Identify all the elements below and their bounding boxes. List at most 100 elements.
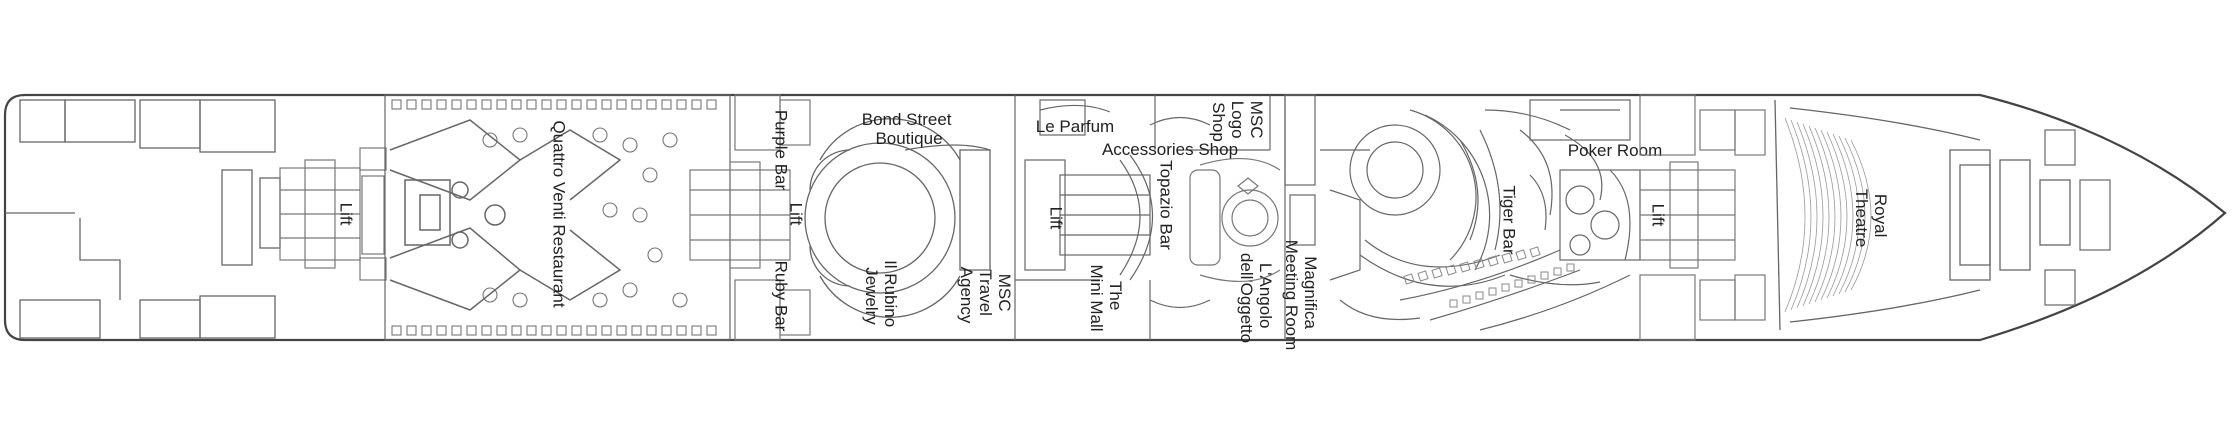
table-top-row — [556, 99, 567, 110]
table-bottom-row — [571, 325, 582, 336]
table-top-row — [451, 99, 462, 110]
table-bottom-row — [391, 325, 402, 336]
table-bottom-row — [706, 325, 717, 336]
round-table — [647, 247, 663, 263]
mini-mall-line1: The — [1106, 281, 1125, 310]
theatre-seating — [1784, 117, 1872, 313]
round-table — [602, 202, 618, 218]
slot-machine — [1459, 261, 1471, 273]
label-msc-travel: MSC Travel Agency — [957, 267, 1014, 324]
table-bottom-row — [616, 325, 627, 336]
table-bottom-row — [676, 325, 687, 336]
table-top-row — [706, 99, 717, 110]
table-top-row — [436, 99, 447, 110]
label-mini-mall: The Mini Mall — [1087, 264, 1125, 331]
round-table — [672, 292, 688, 308]
aft-rooms — [5, 99, 281, 339]
label-bond-street: Bond Street Boutique — [862, 110, 957, 148]
table-bottom-row — [526, 325, 537, 336]
seat-row — [1802, 123, 1824, 307]
hull-outline — [3, 93, 2227, 342]
seat-row — [1844, 137, 1866, 293]
label-magnifica: Magnifica Meeting Room — [1282, 240, 1320, 351]
slot-machine — [1488, 287, 1497, 296]
round-table — [632, 207, 648, 223]
label-lift-fwd: Lift — [1649, 204, 1668, 227]
round-table — [482, 132, 498, 148]
slot-machine — [1417, 270, 1429, 282]
label-quattro-venti: Quattro Venti Restaurant — [550, 120, 569, 307]
slot-machine — [1515, 249, 1527, 261]
topazio-bar-seating — [1189, 158, 1281, 282]
table-bottom-row — [586, 325, 597, 336]
label-lift-mid: Lift — [787, 203, 806, 226]
seat-row — [1790, 119, 1812, 311]
msc-travel-line3: Agency — [957, 267, 976, 324]
slot-machine — [1473, 258, 1485, 270]
round-table — [592, 292, 608, 308]
table-bottom-row — [496, 325, 507, 336]
slot-machine — [1501, 283, 1510, 292]
seat-row — [1850, 139, 1872, 291]
table-top-row — [661, 99, 672, 110]
slot-machine — [1566, 263, 1575, 272]
bond-street-line1: Bond Street — [862, 110, 952, 129]
slot-machine — [1445, 264, 1457, 276]
table-top-row — [646, 99, 657, 110]
slot-machine — [1475, 291, 1484, 300]
atrium — [804, 118, 991, 318]
label-angolo: L'Angolo dell'Oggetto — [1237, 253, 1275, 343]
table-bottom-row — [646, 325, 657, 336]
fwd-lift-core — [1639, 94, 1766, 341]
seat-row — [1820, 129, 1842, 301]
casino-slot-machines — [1403, 246, 1575, 308]
table-bottom-row — [421, 325, 432, 336]
msc-logo-line2: Logo — [1228, 101, 1247, 139]
table-bottom-row — [661, 325, 672, 336]
slot-machine — [1529, 246, 1541, 258]
theatre-walls — [1774, 99, 2071, 331]
casino-walls — [1284, 94, 1370, 340]
table-top-row — [541, 99, 552, 110]
mid-aft-lift-core — [689, 94, 811, 341]
msc-travel-line2: Travel — [976, 269, 995, 316]
slot-machine — [1431, 267, 1443, 279]
label-msc-logo-shop: MSC Logo Shop — [1209, 101, 1266, 144]
table-top-row — [616, 99, 627, 110]
round-table — [622, 137, 638, 153]
table-bottom-row — [511, 325, 522, 336]
label-accessories: Accessories Shop — [1102, 140, 1238, 159]
slot-machine — [1501, 252, 1513, 264]
seat-row — [1826, 131, 1848, 299]
round-table — [512, 292, 528, 308]
table-top-row — [676, 99, 687, 110]
table-top-row — [571, 99, 582, 110]
table-bottom-row — [451, 325, 462, 336]
round-table — [622, 282, 638, 298]
table-bottom-row — [541, 325, 552, 336]
table-top-row — [466, 99, 477, 110]
table-top-row — [496, 99, 507, 110]
round-table — [482, 287, 498, 303]
label-lift-fwd-mid: Lift — [1047, 207, 1066, 230]
slot-machine — [1514, 279, 1523, 288]
label-lift-aft: Lift — [337, 203, 356, 226]
label-il-rubino: Il Rubino Jewelry — [862, 260, 900, 332]
bow-rooms — [2044, 129, 2111, 306]
label-topazio: Topazio Bar — [1157, 160, 1176, 250]
seat-row — [1796, 121, 1818, 309]
table-top-row — [481, 99, 492, 110]
label-purple-bar: Purple Bar — [772, 110, 791, 191]
royal-theatre-line2: Theatre — [1852, 189, 1871, 248]
label-royal-theatre: Royal Theatre — [1852, 189, 1890, 248]
seat-row — [1832, 133, 1854, 297]
table-top-row — [601, 99, 612, 110]
table-top-row — [526, 99, 537, 110]
table-bottom-row — [556, 325, 567, 336]
il-rubino-line1: Il Rubino — [881, 260, 900, 327]
restaurant-tables — [391, 99, 717, 336]
slot-machine — [1487, 255, 1499, 267]
table-top-row — [631, 99, 642, 110]
magnifica-line1: Magnifica — [1301, 256, 1320, 329]
